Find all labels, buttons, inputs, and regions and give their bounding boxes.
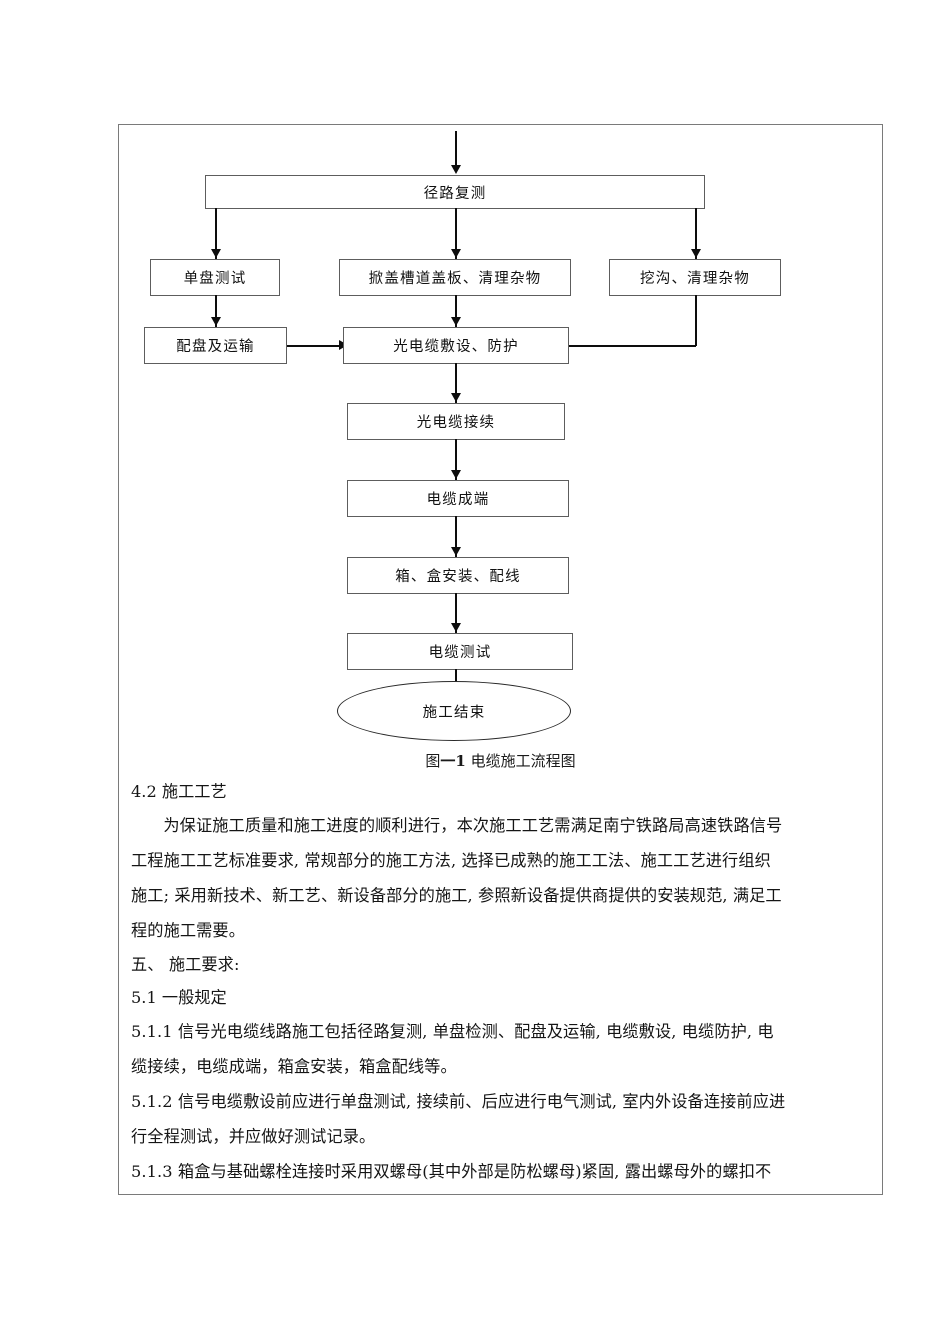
heading-section-five: 五、 施工要求:	[131, 955, 240, 974]
flow-node-cable-testing: 电缆测试	[347, 633, 573, 670]
connector-n4-to-n6	[568, 345, 696, 347]
clause-5-1-1-line-2: 缆接续，电缆成端，箱盒安装，箱盒配线等。	[131, 1057, 457, 1076]
flow-node-reel-allocation-transport: 配盘及运输	[144, 327, 287, 364]
arrowhead-n8-n9	[451, 547, 461, 556]
connector-n8-to-n9	[455, 516, 457, 557]
document-page-frame: 径路复测 单盘测试 掀盖槽道盖板、清理杂物 挖沟、清理杂物 配盘及运输	[118, 124, 883, 1195]
paragraph-4-2-line-1: 为保证施工质量和施工进度的顺利进行，本次施工工艺需满足南宁铁路局高速铁路信号	[163, 816, 783, 835]
arrowhead-n7-n8	[451, 470, 461, 479]
connector-n2-to-n5	[215, 295, 217, 327]
clause-5-1-2-line-2: 行全程测试，并应做好测试记录。	[131, 1127, 376, 1146]
heading-4-2: 4.2 施工工艺	[131, 782, 227, 801]
flow-node-cable-splicing: 光电缆接续	[347, 403, 565, 440]
connector-n1-to-n3	[455, 208, 457, 260]
clause-5-1-2-line-1: 5.1.2 信号电缆敷设前应进行单盘测试, 接续前、后应进行电气测试, 室内外设…	[131, 1092, 786, 1111]
clause-5-1-1-line-1: 5.1.1 信号光电缆线路施工包括径路复测, 单盘检测、配盘及运输, 电缆敷设,…	[131, 1022, 774, 1041]
flow-node-open-trough-cover: 掀盖槽道盖板、清理杂物	[339, 259, 571, 296]
arrowhead-entry	[451, 165, 461, 174]
figure-caption: 图一1 电缆施工流程图	[119, 750, 882, 771]
arrowhead-n6-n7	[451, 393, 461, 402]
flow-node-construction-end: 施工结束	[337, 681, 571, 741]
connector-n5-to-n6	[287, 345, 344, 347]
cable-construction-flowchart: 径路复测 单盘测试 掀盖槽道盖板、清理杂物 挖沟、清理杂物 配盘及运输	[119, 125, 882, 765]
figure-caption-title: 电缆施工流程图	[470, 752, 576, 770]
connector-n6-to-n7	[455, 363, 457, 403]
arrowhead-n9-n10	[451, 623, 461, 632]
connector-n1-to-n4	[695, 208, 697, 260]
figure-caption-number: 一1	[440, 752, 466, 770]
connector-n4-down	[695, 295, 697, 346]
connector-n7-to-n8	[455, 439, 457, 480]
arrowhead-n1-n2	[211, 249, 221, 258]
connector-entry-line	[455, 131, 457, 167]
arrowhead-n3-n6	[451, 317, 461, 326]
paragraph-4-2-line-2: 工程施工工艺标准要求, 常规部分的施工方法, 选择已成熟的施工工法、施工工艺进行…	[131, 851, 771, 870]
flow-node-route-resurvey: 径路复测	[205, 175, 705, 209]
arrowhead-n2-n5	[211, 317, 221, 326]
flow-node-cable-termination: 电缆成端	[347, 480, 569, 517]
connector-n9-to-n10	[455, 593, 457, 633]
arrowhead-n1-n3	[451, 249, 461, 258]
flow-node-single-reel-test: 单盘测试	[150, 259, 280, 296]
flow-node-trenching-cleanup: 挖沟、清理杂物	[609, 259, 781, 296]
clause-5-1-3-line-1: 5.1.3 箱盒与基础螺栓连接时采用双螺母(其中外部是防松螺母)紧固, 露出螺母…	[131, 1162, 772, 1181]
connector-n1-to-n2	[215, 208, 217, 260]
heading-5-1: 5.1 一般规定	[131, 988, 227, 1007]
document-body: 4.2 施工工艺 为保证施工质量和施工进度的顺利进行，本次施工工艺需满足南宁铁路…	[119, 775, 882, 1189]
figure-caption-prefix: 图	[425, 752, 441, 770]
paragraph-4-2-line-4: 程的施工需要。	[131, 921, 246, 940]
flow-node-box-install-wiring: 箱、盒安装、配线	[347, 557, 569, 594]
flow-node-cable-laying-protection: 光电缆敷设、防护	[343, 327, 569, 364]
connector-n3-to-n6	[455, 295, 457, 327]
arrowhead-n1-n4	[691, 249, 701, 258]
paragraph-4-2-line-3: 施工; 采用新技术、新工艺、新设备部分的施工, 参照新设备提供商提供的安装规范,…	[131, 886, 782, 905]
